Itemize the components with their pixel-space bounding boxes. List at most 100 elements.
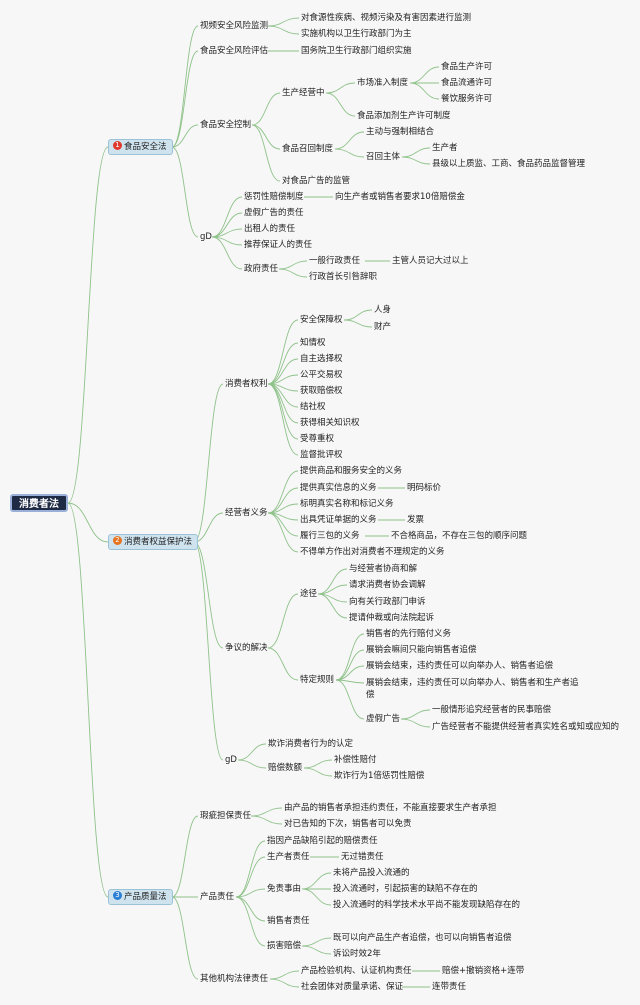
leaf-node[interactable]: 虚假广告的责任 — [244, 208, 304, 218]
leaf-node[interactable]: 公平交易权 — [300, 370, 343, 380]
leaf-node[interactable]: 未将产品投入流通的 — [333, 868, 410, 878]
leaf-node[interactable]: 标明真实名称和标记义务 — [300, 499, 394, 509]
leaf-node[interactable]: 实施机构以卫生行政部门为主 — [301, 29, 412, 39]
leaf-node[interactable]: 对食品广告的监管 — [282, 176, 351, 186]
leaf-node[interactable]: 请求消费者协会调解 — [349, 580, 426, 590]
leaf-node-continued: 偿 — [366, 690, 375, 700]
subtopic-node[interactable]: 提供真实信息的义务 — [300, 483, 377, 493]
subtopic-node[interactable]: 安全保障权 — [300, 315, 343, 325]
leaf-node[interactable]: 展销会结束，违约责任可以向举办人、销售者追偿 — [366, 661, 554, 671]
leaf-node[interactable]: 获取赔偿权 — [300, 386, 343, 396]
root-node[interactable]: 消费者法 — [10, 494, 68, 512]
subtopic-node[interactable]: 途径 — [300, 589, 318, 599]
leaf-node[interactable]: 主管人员记大过以上 — [392, 256, 469, 266]
leaf-node[interactable]: 由产品的销售者承担违约责任，不能直接要求生产者承担 — [284, 803, 497, 813]
leaf-node[interactable]: 赔偿+撤销资格+连带 — [442, 966, 525, 976]
subtopic-node[interactable]: 虚假广告 — [366, 714, 401, 724]
subtopic-node[interactable]: 生产者责任 — [267, 852, 310, 862]
leaf-node[interactable]: 推荐保证人的责任 — [244, 240, 313, 250]
subtopic-node[interactable]: 履行三包的义务 — [300, 531, 360, 541]
leaf-node[interactable]: 不得单方作出对消费者不理规定的义务 — [300, 547, 445, 557]
topic-node[interactable]: gD — [225, 755, 237, 765]
leaf-node[interactable]: 食品添加剂生产许可制度 — [357, 111, 451, 121]
leaf-node[interactable]: 自主选择权 — [300, 354, 343, 364]
leaf-node[interactable]: 主动与强制相结合 — [366, 127, 435, 137]
leaf-node[interactable]: 欺诈行为1倍惩罚性赔偿 — [334, 771, 425, 781]
leaf-node[interactable]: 食品生产许可 — [441, 62, 493, 72]
leaf-node[interactable]: 获得相关知识权 — [300, 418, 360, 428]
topic-node[interactable]: 经营者义务 — [225, 508, 268, 518]
topic-node[interactable]: 其他机构法律责任 — [200, 974, 269, 984]
subtopic-node[interactable]: 生产经营中 — [282, 88, 325, 98]
leaf-node[interactable]: 出租人的责任 — [244, 224, 296, 234]
topic-node[interactable]: 食品安全风险评估 — [200, 46, 269, 56]
leaf-node[interactable]: 向有关行政部门申诉 — [349, 597, 426, 607]
leaf-node[interactable]: 监督批评权 — [300, 450, 343, 460]
leaf-node[interactable]: 广告经营者不能提供经营者真实姓名或知或应知的 — [432, 722, 620, 732]
topic-node[interactable]: 产品责任 — [200, 892, 235, 902]
topic-node[interactable]: 争议的解决 — [225, 643, 268, 653]
leaf-node[interactable]: 行政首长引咎辞职 — [309, 272, 378, 282]
subtopic-node[interactable]: 政府责任 — [244, 264, 279, 274]
leaf-node[interactable]: 国务院卫生行政部门组织实施 — [301, 46, 412, 56]
branch-label: 食品安全法 — [124, 142, 167, 152]
topic-node[interactable]: 消费者权利 — [225, 379, 268, 389]
leaf-node[interactable]: 销售者责任 — [267, 916, 310, 926]
leaf-node[interactable]: 食品流通许可 — [441, 78, 493, 88]
subtopic-node[interactable]: 赔偿数额 — [268, 763, 303, 773]
leaf-node[interactable]: 既可以向产品生产者追偿，也可以向销售者追偿 — [333, 933, 512, 943]
leaf-node[interactable]: 餐饮服务许可 — [441, 94, 493, 104]
leaf-node[interactable]: 知情权 — [300, 338, 326, 348]
leaf-node[interactable]: 对已告知的下次，销售者可以免责 — [284, 819, 412, 829]
subtopic-node[interactable]: 产品检验机构、认证机构责任 — [301, 966, 412, 976]
leaf-node[interactable]: 向生产者或销售者要求10倍赔偿金 — [335, 192, 465, 202]
number-badge: 3 — [113, 891, 122, 900]
subtopic-node[interactable]: 一般行政责任 — [309, 256, 361, 266]
leaf-node[interactable]: 提请仲裁或向法院起诉 — [349, 613, 435, 623]
leaf-node[interactable]: 诉讼时效2年 — [333, 949, 381, 959]
leaf-node[interactable]: 不合格商品，不存在三包的顺序问题 — [391, 531, 528, 541]
leaf-node[interactable]: 明码标价 — [407, 483, 442, 493]
leaf-node[interactable]: 无过错责任 — [341, 852, 384, 862]
subtopic-node[interactable]: 损害赔偿 — [267, 941, 302, 951]
leaf-node[interactable]: 展销会结束，违约责任可以向举办人、销售者和生产者追 — [366, 678, 579, 688]
leaf-node[interactable]: 结社权 — [300, 402, 326, 412]
leaf-node[interactable]: 一般情形追究经营者的民事赔偿 — [432, 705, 552, 715]
leaf-node[interactable]: 受尊重权 — [300, 434, 335, 444]
leaf-node[interactable]: 县级以上质监、工商、食品药品监督管理 — [432, 159, 586, 169]
subtopic-node[interactable]: 免责事由 — [267, 884, 302, 894]
leaf-node[interactable]: 发票 — [407, 515, 425, 525]
leaf-node[interactable]: 补偿性赔付 — [334, 755, 377, 765]
subtopic-node[interactable]: 惩罚性赔偿制度 — [244, 192, 304, 202]
leaf-node[interactable]: 对食源性疾病、视频污染及有害因素进行监测 — [301, 13, 472, 23]
subtopic-node[interactable]: 食品召回制度 — [282, 144, 334, 154]
number-badge: 1 — [113, 141, 122, 150]
leaf-node[interactable]: 欺诈消费者行为的认定 — [268, 739, 354, 749]
leaf-node[interactable]: 投入流通时的科学技术水平尚不能发现缺陷存在的 — [333, 900, 521, 910]
leaf-node[interactable]: 人身 — [374, 305, 392, 315]
subtopic-node[interactable]: 特定规则 — [300, 675, 335, 685]
leaf-node[interactable]: 生产者 — [432, 143, 458, 153]
number-badge: 2 — [113, 536, 122, 545]
topic-node[interactable]: gD — [200, 232, 212, 242]
leaf-node[interactable]: 财产 — [374, 322, 392, 332]
branch-label: 产品质量法 — [124, 892, 167, 902]
subtopic-node[interactable]: 市场准入制度 — [357, 78, 409, 88]
topic-node[interactable]: 视频安全风险监测 — [200, 21, 269, 31]
leaf-node[interactable]: 展销会嘛间只能向销售者追偿 — [366, 645, 477, 655]
leaf-node[interactable]: 投入流通时，引起损害的缺陷不存在的 — [333, 884, 478, 894]
topic-node[interactable]: 瑕疵担保责任 — [200, 811, 252, 821]
leaf-node[interactable]: 指因产品缺陷引起的赔偿责任 — [267, 836, 378, 846]
leaf-node[interactable]: 与经营者协商和解 — [349, 564, 418, 574]
leaf-node[interactable]: 销售者的先行赔付义务 — [366, 629, 452, 639]
subtopic-node[interactable]: 社会团体对质量承诺、保证 — [301, 982, 404, 992]
leaf-node[interactable]: 连带责任 — [432, 982, 467, 992]
subtopic-node[interactable]: 召回主体 — [366, 152, 401, 162]
topic-node[interactable]: 食品安全控制 — [200, 120, 252, 130]
subtopic-node[interactable]: 出具凭证单据的义务 — [300, 515, 377, 525]
leaf-node[interactable]: 提供商品和服务安全的义务 — [300, 466, 403, 476]
